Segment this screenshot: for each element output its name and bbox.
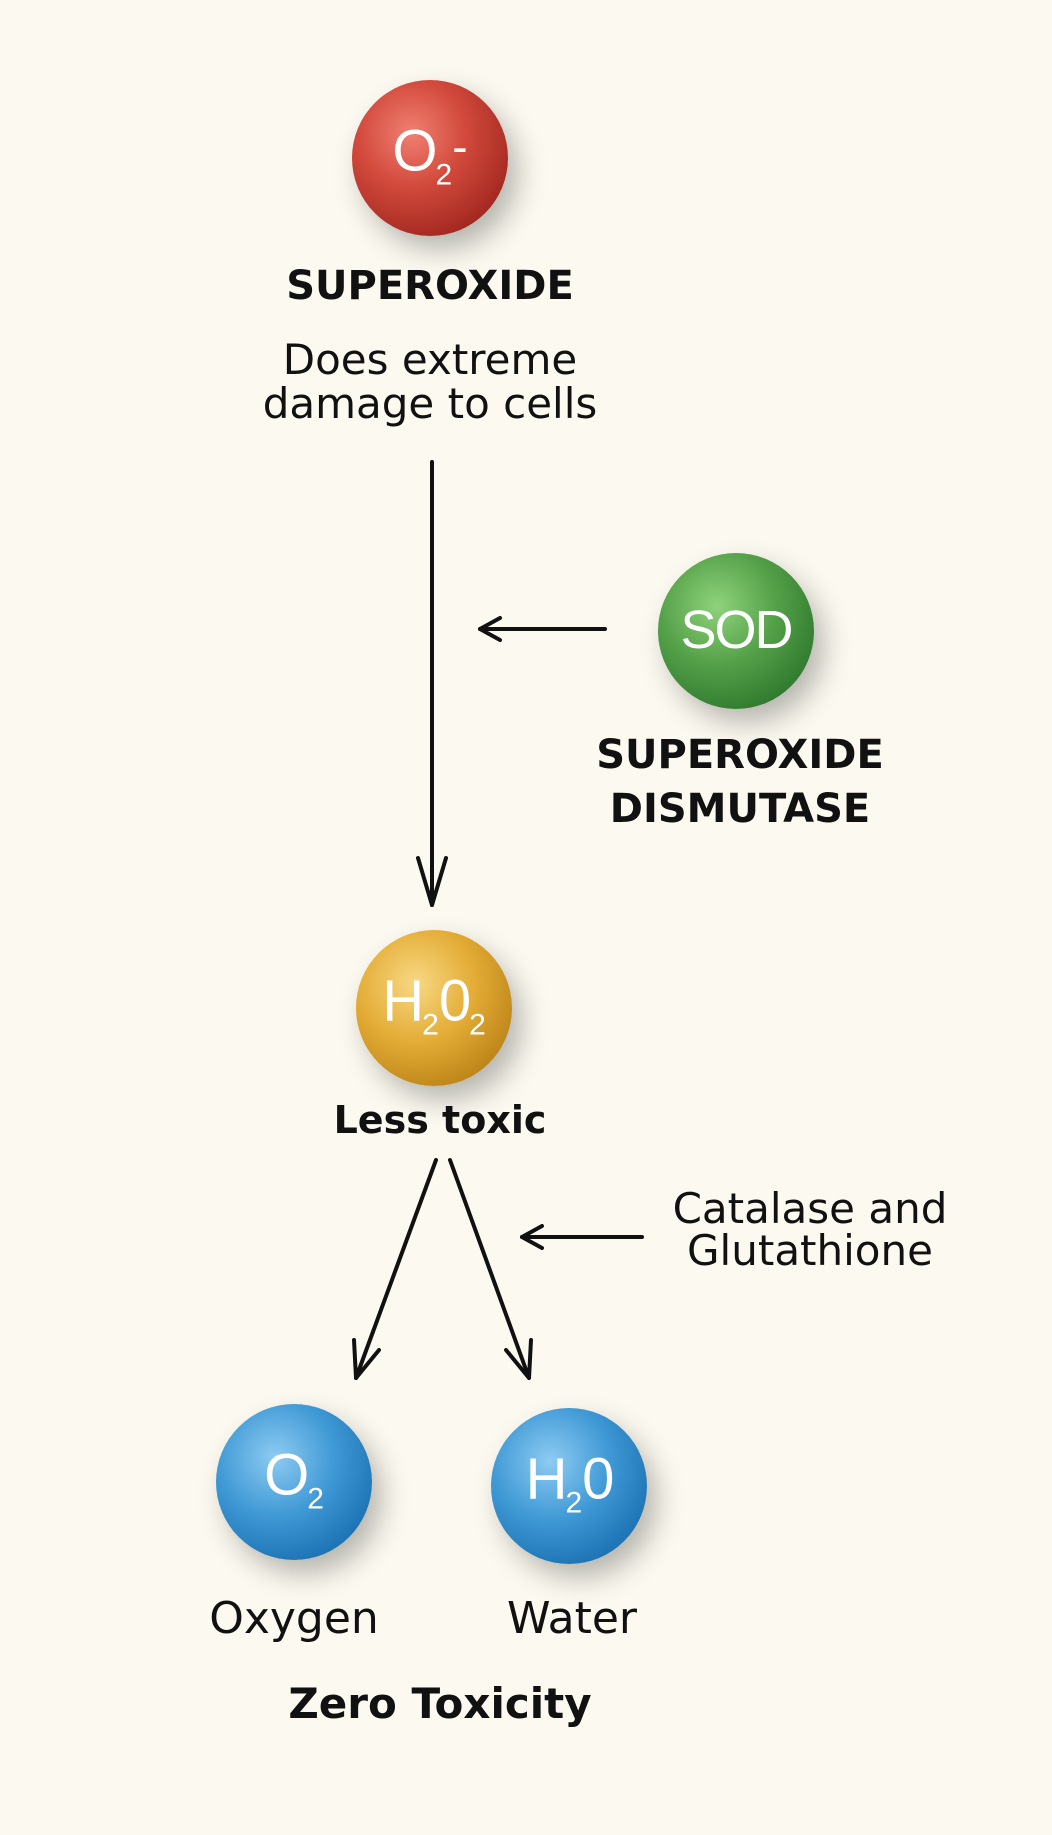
oxygen-subscript: 2 xyxy=(307,1482,324,1516)
enzymes-label: Catalase and Glutathione xyxy=(630,1188,990,1272)
zero-toxicity-label: Zero Toxicity xyxy=(288,1679,592,1728)
hydrogen-peroxide-formula: H202 xyxy=(356,972,512,1042)
arrow-sod-action xyxy=(478,616,607,642)
hydrogen-peroxide-description: Less toxic xyxy=(333,1098,547,1142)
superoxide-symbol: O xyxy=(392,118,437,184)
sod-name: SUPEROXIDE DISMUTASE xyxy=(560,728,920,836)
sod-sphere: SOD xyxy=(658,553,814,709)
enzymes-label-line2: Glutathione xyxy=(687,1226,933,1275)
sod-formula: SOD xyxy=(680,599,793,660)
arrow-h2o2-to-water xyxy=(448,1158,533,1380)
arrow-superoxide-to-h2o2 xyxy=(416,460,448,907)
oxygen-sphere: O2 xyxy=(216,1404,372,1560)
water-subscript: 2 xyxy=(565,1486,583,1520)
water-formula: H20 xyxy=(491,1450,647,1520)
superoxide-sphere: O2- xyxy=(352,80,508,236)
oxygen-label: Oxygen xyxy=(209,1593,379,1644)
oxygen-formula: O2 xyxy=(216,1446,372,1516)
water-symbol-h: H xyxy=(525,1446,568,1512)
sod-name-line1: SUPEROXIDE xyxy=(596,732,884,778)
superoxide-description-line1: Does extreme xyxy=(282,335,578,384)
water-symbol-o: 0 xyxy=(582,1446,614,1512)
superoxide-subscript: 2 xyxy=(435,158,453,192)
water-label: Water xyxy=(506,1593,638,1644)
water-sphere: H20 xyxy=(491,1408,647,1564)
superoxide-description: Does extreme damage to cells xyxy=(180,338,680,426)
oxygen-symbol: O xyxy=(264,1442,309,1508)
enzymes-label-line1: Catalase and xyxy=(672,1184,948,1233)
sod-name-line2: DISMUTASE xyxy=(609,786,871,832)
superoxide-description-line2: damage to cells xyxy=(262,379,598,428)
h2o2-subscript-2: 2 xyxy=(469,1008,486,1042)
arrow-enzymes-action xyxy=(520,1224,644,1250)
superoxide-name: SUPEROXIDE xyxy=(286,263,574,309)
arrow-h2o2-to-oxygen xyxy=(352,1158,438,1380)
hydrogen-peroxide-sphere: H202 xyxy=(356,930,512,1086)
h2o2-symbol-o: 0 xyxy=(438,968,471,1034)
h2o2-subscript-1: 2 xyxy=(422,1008,439,1042)
superoxide-charge: - xyxy=(452,120,468,173)
superoxide-formula: O2- xyxy=(352,120,508,192)
h2o2-symbol-h: H xyxy=(382,968,424,1034)
